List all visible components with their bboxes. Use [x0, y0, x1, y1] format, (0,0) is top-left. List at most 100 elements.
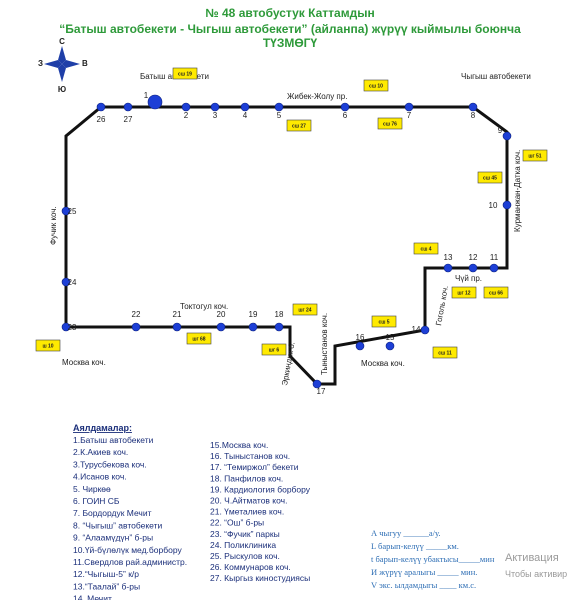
school-tag: шг 68 — [186, 332, 212, 345]
legend-item: 8. “Чыгыш” автобекети — [73, 520, 163, 530]
stop-16-label: 16 — [356, 333, 365, 342]
stop-17-marker — [312, 379, 322, 389]
stop-5-label: 5 — [277, 111, 282, 120]
stop-12-label: 12 — [469, 253, 478, 262]
school-tag: сш 10 — [363, 79, 389, 92]
street-toktogul: Токтогул коч. — [180, 302, 228, 311]
route-line — [64, 105, 509, 386]
stop-12-marker — [468, 263, 478, 273]
street-gogol: Гоголь коч. — [434, 285, 450, 327]
stop-7-marker — [404, 102, 414, 112]
legend-item: 12.“Чыгыш-5” к/р — [73, 569, 139, 579]
stop-26-label: 26 — [97, 115, 106, 124]
street-kurmanjan-datka: Курманжан-Датка коч. — [513, 150, 522, 232]
stop-25-label: 25 — [68, 207, 77, 216]
street-tynystanov: Тыныстанов коч. — [320, 313, 329, 375]
stop-3-marker — [210, 102, 220, 112]
stop-13-marker — [443, 263, 453, 273]
legend-title: Аялдамалар: — [73, 423, 132, 433]
stop-8-marker — [468, 102, 478, 112]
legend-item: 21. Үметалиев коч. — [210, 507, 284, 517]
stop-19-label: 19 — [249, 310, 258, 319]
legend-item: 24. Поликлиника — [210, 540, 276, 550]
compass-west: З — [38, 59, 43, 68]
svg-text:шг 6: шг 6 — [269, 348, 280, 354]
stop-26-marker — [96, 102, 106, 112]
stop-19-marker — [248, 322, 258, 332]
stop-3-label: 3 — [213, 111, 218, 120]
stop-23-label: 23 — [68, 323, 77, 332]
school-tag: шг 6 — [261, 343, 287, 356]
school-tag: сш 27 — [286, 119, 312, 132]
legend-item: 16. Тыныстанов коч. — [210, 451, 290, 461]
school-tag: сш 76 — [377, 117, 403, 130]
legend-item: 3.Турусбекова коч. — [73, 459, 147, 469]
legend-item: 6. ГОИН СБ — [73, 496, 120, 506]
form-line-2: L барып-келүү _____км. — [371, 541, 459, 551]
stop-4-marker — [240, 102, 250, 112]
form-line-3: t барып-келүү убактысы_____мин — [371, 554, 495, 564]
stop-13-label: 13 — [444, 253, 453, 262]
legend-item: 23. “Фучик” паркы — [210, 529, 280, 539]
street-moskva-west: Москва коч. — [62, 358, 106, 367]
stop-14-marker — [420, 325, 430, 335]
school-tag: сш 66 — [483, 286, 509, 299]
stop-24-marker — [61, 277, 71, 287]
svg-text:сш 11: сш 11 — [438, 351, 452, 357]
title-line-3: ТҮЗМӨГҮ — [263, 36, 318, 50]
stop-1-label: 1 — [144, 91, 149, 100]
legend-item: 2.К.Акиев коч. — [73, 447, 128, 457]
stop-7-label: 7 — [407, 111, 412, 120]
svg-text:ш 10: ш 10 — [42, 344, 53, 350]
title-line-1: № 48 автобустук Каттамдын — [205, 6, 374, 20]
stop-2-label: 2 — [184, 111, 189, 120]
compass-north: С — [59, 37, 65, 46]
svg-text:сш 45: сш 45 — [483, 176, 497, 182]
stop-22-marker — [131, 322, 141, 332]
stop-11-label: 11 — [490, 253, 499, 262]
legend-item: 20. Ч.Айтматов коч. — [210, 496, 287, 506]
compass-south: Ю — [58, 85, 66, 94]
legend-item: 27. Кыргыз киностудиясы — [210, 573, 310, 583]
terminal-east-label: Чыгыш автобекети — [461, 72, 531, 81]
svg-text:сш 27: сш 27 — [292, 124, 306, 130]
stop-6-label: 6 — [343, 111, 348, 120]
stop-1-marker — [147, 94, 163, 110]
stop-23-marker — [61, 322, 71, 332]
school-tag: сш 45 — [477, 171, 503, 184]
street-chuy: Чүй пр. — [455, 274, 482, 283]
school-tag: сш 19 — [172, 67, 198, 80]
stop-24-label: 24 — [68, 278, 77, 287]
stop-20-label: 20 — [217, 310, 226, 319]
stop-18-marker — [274, 322, 284, 332]
school-tag: сш 5 — [371, 315, 397, 328]
legend-item: 4.Исанов коч. — [73, 472, 127, 482]
street-moskva-east: Москва коч. — [361, 359, 405, 368]
activation-watermark-2: Чтобы активир — [505, 569, 567, 579]
form-line-4: И жүрүү аралыгы _____ мин. — [371, 567, 477, 577]
stop-15-marker — [385, 341, 395, 351]
title-line-2: “Батыш автобекети - Чыгыш автобекети” (а… — [59, 22, 521, 36]
school-tag: сш 4 — [413, 242, 439, 255]
legend-item: 26. Коммунаров коч. — [210, 562, 291, 572]
stop-21-label: 21 — [173, 310, 182, 319]
svg-text:сш 10: сш 10 — [369, 84, 383, 90]
svg-text:шг 68: шг 68 — [192, 337, 205, 343]
svg-text:шг 24: шг 24 — [298, 308, 311, 314]
stop-27-label: 27 — [124, 115, 133, 124]
legend-item: 11.Свердлов рай.администр. — [73, 557, 187, 567]
svg-text:сш 4: сш 4 — [420, 247, 431, 253]
stop-9-label: 9 — [498, 126, 503, 135]
legend-item: 22. “Ош” б-ры — [210, 518, 264, 528]
stop-8-label: 8 — [471, 111, 476, 120]
svg-text:шг 12: шг 12 — [457, 291, 470, 297]
form-line-5: V экс. ылдамдыгы ____ км.с. — [371, 580, 476, 590]
stop-20-marker — [216, 322, 226, 332]
stop-11-marker — [489, 263, 499, 273]
stop-15-label: 15 — [386, 333, 395, 342]
stop-9-marker — [502, 131, 512, 141]
stop-6-marker — [340, 102, 350, 112]
